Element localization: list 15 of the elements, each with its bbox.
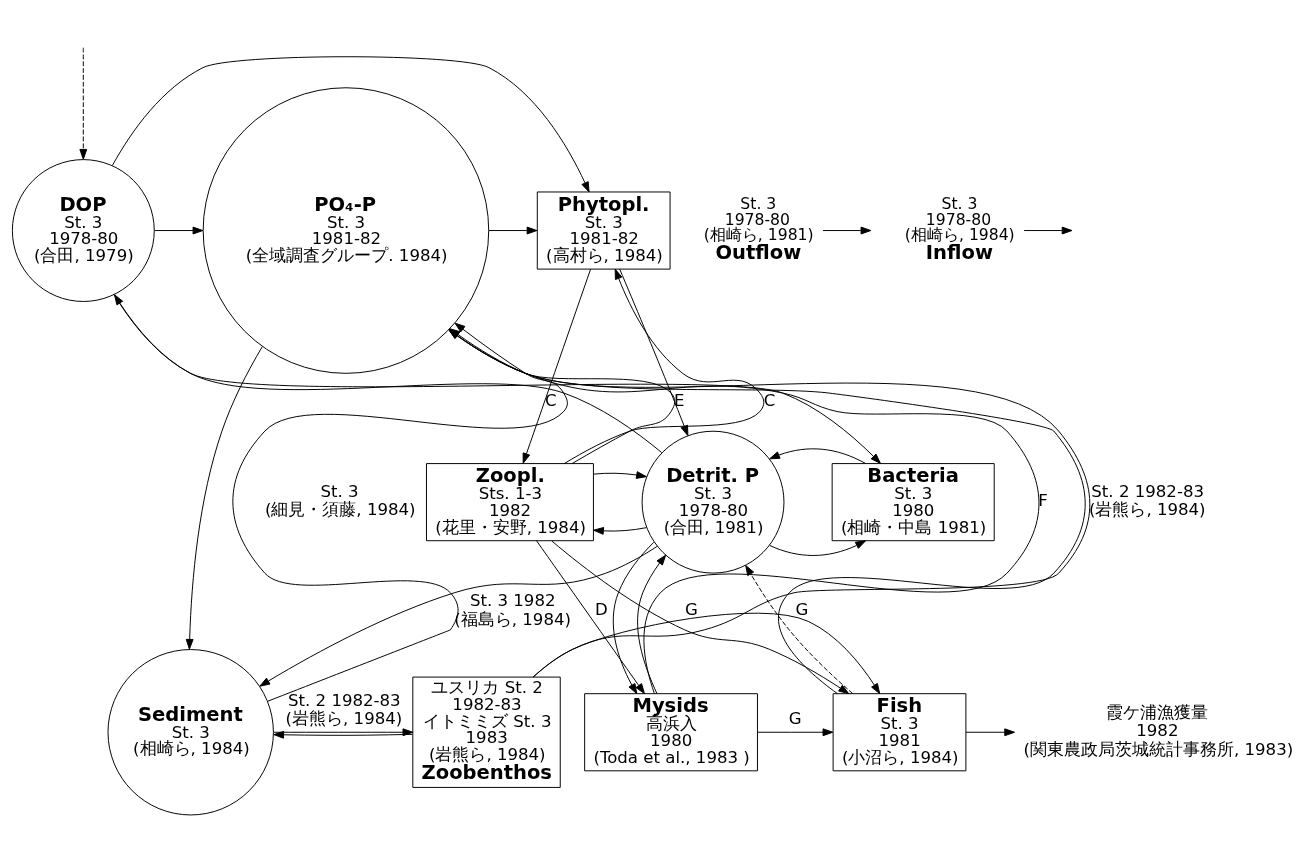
edge-label: St. 2 1982-83 (岩熊ら, 1984)	[285, 690, 403, 728]
edge-label: G	[788, 708, 802, 728]
edge-label: E	[673, 390, 685, 410]
node-label: (相崎ら, 1981)	[703, 225, 814, 244]
edge-label: St. 2 1982-83 (岩熊ら, 1984)	[1088, 481, 1206, 519]
node-label: (相崎ら, 1984)	[904, 225, 1015, 244]
edge-label: G	[685, 599, 698, 619]
edge-label: St. 3 (細見・須藤, 1984)	[264, 481, 416, 519]
edge-label: C	[763, 390, 776, 410]
node-text: 霞ケ浦漁獲量 1982 (関東農政局茨城統計事務所, 1983)	[1023, 702, 1294, 759]
edge-label: G	[795, 599, 809, 619]
edge-label: F	[1038, 490, 1048, 510]
edge-label: D	[594, 599, 608, 619]
edge-label: C	[545, 390, 557, 410]
edge-label: St. 3 1982 (福島ら, 1984)	[454, 590, 571, 629]
